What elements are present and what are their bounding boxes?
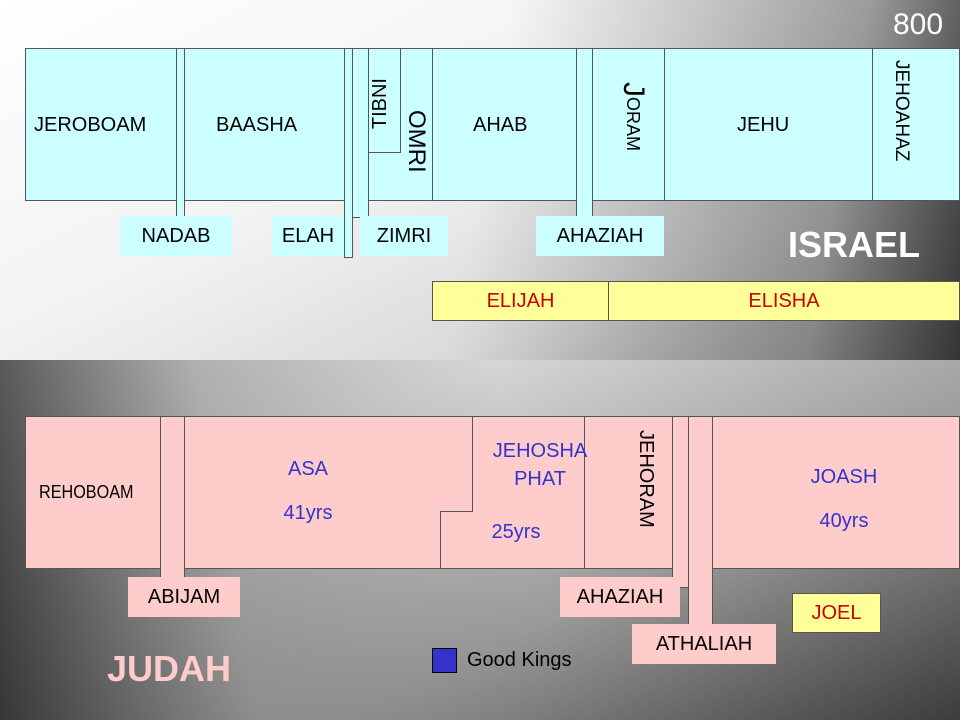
label-ahab: AHAB — [473, 114, 528, 136]
label-asa-years: 41yrs — [283, 502, 333, 524]
label-elijah: ELIJAH — [486, 289, 555, 312]
label-joram-initial: J — [617, 82, 650, 97]
tag-abijam: ABIJAM — [128, 577, 240, 617]
label-baasha: BAASHA — [216, 114, 298, 136]
label-asa: ASA — [287, 458, 329, 480]
label-joram-rest: ORAM — [623, 97, 643, 151]
judah-king-rehoboam — [25, 416, 161, 569]
label-jehoshaphat-line2: PHAT — [514, 468, 566, 490]
judah-title: JUDAH — [107, 648, 232, 689]
israel-king-baasha — [184, 48, 345, 201]
judah-queen-athaliah-bar — [688, 416, 713, 626]
jehoshaphat-joiner — [473, 508, 584, 514]
label-rehoboam: REHOBOAM — [39, 482, 134, 502]
label-omri: OMRI — [403, 110, 430, 173]
judah-king-jehoshaphat-bottom — [440, 511, 585, 569]
label-ahaziah-judah: AHAZIAH — [576, 585, 664, 608]
judah-king-joash — [712, 416, 960, 569]
label-joram: JORAM — [616, 82, 650, 151]
label-jehoshaphat-years: 25yrs — [491, 521, 541, 543]
israel-king-jeroboam — [25, 48, 177, 201]
label-joel: JOEL — [811, 601, 862, 624]
legend-good-kings-label: Good Kings — [467, 649, 572, 671]
tag-elah: ELAH — [272, 216, 344, 256]
israel-king-zimri-bar — [352, 48, 369, 218]
jehoram-joiner — [585, 418, 616, 510]
tag-ahaziah-judah: AHAZIAH — [560, 577, 680, 617]
tag-zimri: ZIMRI — [360, 216, 448, 256]
label-tibni: TIBNI — [369, 78, 391, 130]
judah-king-ahaziah-bar — [672, 416, 689, 588]
label-joash: JOASH — [810, 466, 878, 488]
label-zimri: ZIMRI — [376, 224, 432, 247]
label-joash-years: 40yrs — [819, 510, 869, 532]
label-jehu: JEHU — [737, 114, 790, 136]
label-abijam: ABIJAM — [147, 585, 221, 608]
prophet-elisha: ELISHA — [608, 281, 960, 321]
label-jeroboam: JEROBOAM — [34, 114, 147, 136]
label-ahaziah-israel: AHAZIAH — [556, 224, 644, 247]
abijam-bar-extension — [161, 560, 184, 580]
israel-king-ahaziah-bar — [576, 48, 593, 218]
prophet-elijah: ELIJAH — [432, 281, 609, 321]
tag-ahaziah-israel: AHAZIAH — [536, 216, 664, 256]
label-jehoahaz: JEHOAHAZ — [891, 60, 912, 162]
israel-title: ISRAEL — [788, 224, 921, 265]
israel-king-ahab — [432, 48, 577, 201]
label-jehoram: JEHORAM — [635, 430, 657, 528]
tibni-box — [368, 48, 401, 153]
label-elah: ELAH — [281, 224, 335, 247]
judah-king-abijam-bar — [160, 416, 185, 578]
tag-nadab: NADAB — [120, 216, 232, 256]
israel-king-joram — [592, 48, 665, 201]
label-jehoshaphat-line1: JEHOSHA — [492, 440, 588, 462]
israel-king-jehoahaz — [872, 48, 960, 201]
page-number: 800 — [893, 8, 944, 41]
label-elisha: ELISHA — [748, 289, 820, 312]
label-nadab: NADAB — [141, 224, 211, 247]
label-athaliah: ATHALIAH — [655, 632, 753, 655]
judah-king-asa — [184, 416, 473, 569]
legend-good-kings-swatch — [432, 648, 457, 673]
prophet-joel: JOEL — [792, 593, 881, 633]
tag-athaliah: ATHALIAH — [632, 624, 776, 664]
